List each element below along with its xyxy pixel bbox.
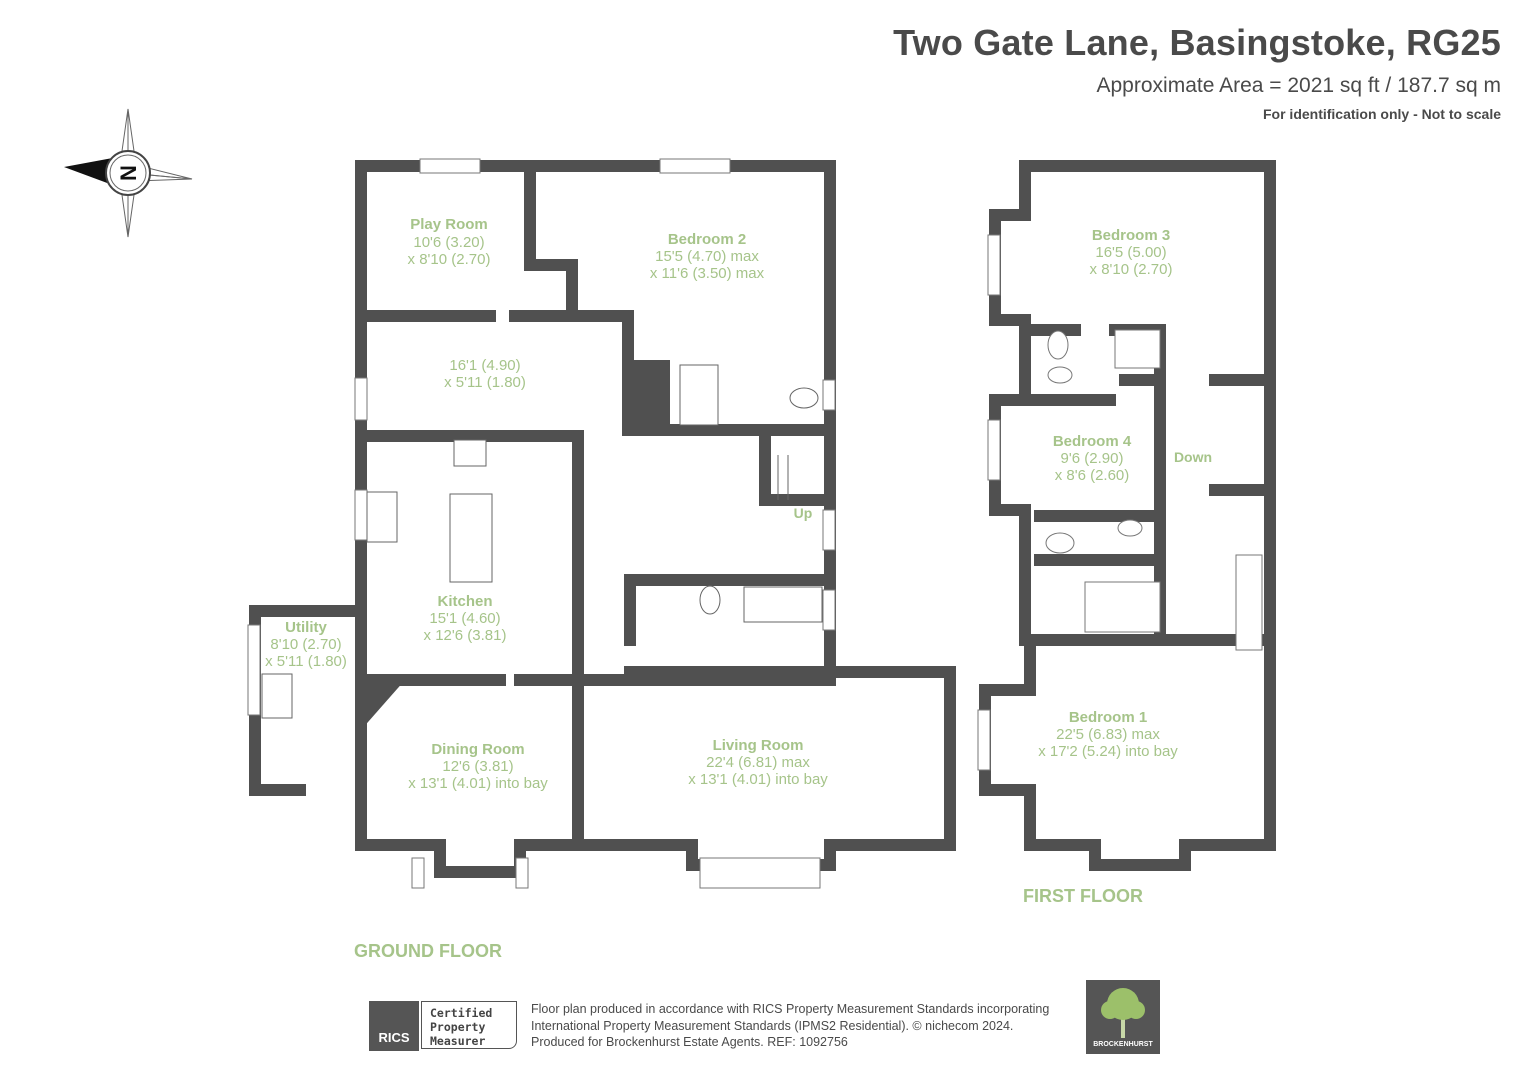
svg-text:12'6 (3.81): 12'6 (3.81) — [442, 758, 513, 775]
svg-text:x 8'10 (2.70): x 8'10 (2.70) — [1090, 261, 1173, 278]
stairs-down-label: Down — [1174, 449, 1212, 465]
room-kitchen: Kitchen 15'1 (4.60) x 12'6 (3.81) — [424, 593, 507, 644]
svg-text:x 11'6 (3.50) max: x 11'6 (3.50) max — [650, 265, 765, 282]
svg-text:Living Room: Living Room — [713, 737, 804, 754]
room-bedroom-2: Bedroom 2 15'5 (4.70) max x 11'6 (3.50) … — [650, 231, 765, 282]
room-play-room: Play Room 10'6 (3.20) x 8'10 (2.70) — [408, 216, 491, 268]
svg-text:16'1 (4.90): 16'1 (4.90) — [449, 357, 520, 374]
room-bedroom-3: Bedroom 3 16'5 (5.00) x 8'10 (2.70) — [1090, 227, 1173, 278]
rics-badge: RICS Certified Property Measurer — [369, 1001, 521, 1051]
svg-text:Dining Room: Dining Room — [431, 741, 524, 758]
svg-text:x 5'11 (1.80): x 5'11 (1.80) — [265, 653, 347, 670]
svg-text:Bedroom 2: Bedroom 2 — [668, 231, 746, 248]
disclaimer-note: For identification only - Not to scale — [1262, 106, 1501, 122]
svg-text:x 13'1 (4.01) into bay: x 13'1 (4.01) into bay — [688, 771, 828, 788]
room-bedroom-1: Bedroom 1 22'5 (6.83) max x 17'2 (5.24) … — [1038, 709, 1178, 760]
svg-text:22'4 (6.81) max: 22'4 (6.81) max — [706, 754, 810, 771]
ground-floor-label: GROUND FLOOR — [354, 941, 502, 961]
brockenhurst-logo: BROCKENHURST — [1086, 980, 1160, 1054]
room-bedroom-4: Bedroom 4 9'6 (2.90) x 8'6 (2.60) — [1053, 433, 1132, 484]
compass-icon: N — [64, 108, 193, 238]
tree-icon — [1101, 988, 1145, 1038]
svg-text:Bedroom 4: Bedroom 4 — [1053, 433, 1132, 450]
svg-text:Play Room: Play Room — [410, 216, 488, 233]
svg-text:Kitchen: Kitchen — [437, 593, 492, 610]
svg-text:9'6 (2.90): 9'6 (2.90) — [1061, 450, 1124, 467]
footer-disclaimer: Floor plan produced in accordance with R… — [531, 1002, 1050, 1049]
stairs-up-label: Up — [794, 505, 813, 521]
svg-text:Bedroom 1: Bedroom 1 — [1069, 709, 1147, 726]
svg-text:x 5'11 (1.80): x 5'11 (1.80) — [444, 374, 526, 391]
svg-text:x 17'2 (5.24) into bay: x 17'2 (5.24) into bay — [1038, 743, 1178, 760]
svg-text:15'5 (4.70) max: 15'5 (4.70) max — [655, 248, 759, 265]
svg-text:x 12'6 (3.81): x 12'6 (3.81) — [424, 627, 507, 644]
svg-text:22'5 (6.83) max: 22'5 (6.83) max — [1056, 726, 1160, 743]
page-title: Two Gate Lane, Basingstoke, RG25 — [893, 22, 1501, 63]
svg-text:x 13'1 (4.01) into bay: x 13'1 (4.01) into bay — [408, 775, 548, 792]
svg-text:N: N — [116, 165, 141, 181]
svg-text:10'6 (3.20): 10'6 (3.20) — [413, 234, 484, 251]
svg-text:x 8'6 (2.60): x 8'6 (2.60) — [1055, 467, 1130, 484]
room-living-room: Living Room 22'4 (6.81) max x 13'1 (4.01… — [688, 737, 828, 788]
svg-text:Bedroom 3: Bedroom 3 — [1092, 227, 1170, 244]
first-floor-label: FIRST FLOOR — [1023, 886, 1143, 906]
approximate-area: Approximate Area = 2021 sq ft / 187.7 sq… — [1096, 74, 1502, 97]
certified-property-measurer: Certified Property Measurer — [421, 1001, 517, 1049]
svg-text:8'10 (2.70): 8'10 (2.70) — [270, 636, 341, 653]
room-hallway: 16'1 (4.90) x 5'11 (1.80) — [444, 357, 526, 391]
room-dining-room: Dining Room 12'6 (3.81) x 13'1 (4.01) in… — [408, 741, 548, 792]
svg-text:x 8'10 (2.70): x 8'10 (2.70) — [408, 251, 491, 268]
rics-logo: RICS — [369, 1001, 419, 1051]
svg-text:Utility: Utility — [285, 619, 327, 636]
svg-text:16'5 (5.00): 16'5 (5.00) — [1095, 244, 1166, 261]
room-utility: Utility 8'10 (2.70) x 5'11 (1.80) — [265, 619, 347, 670]
svg-text:15'1 (4.60): 15'1 (4.60) — [429, 610, 500, 627]
